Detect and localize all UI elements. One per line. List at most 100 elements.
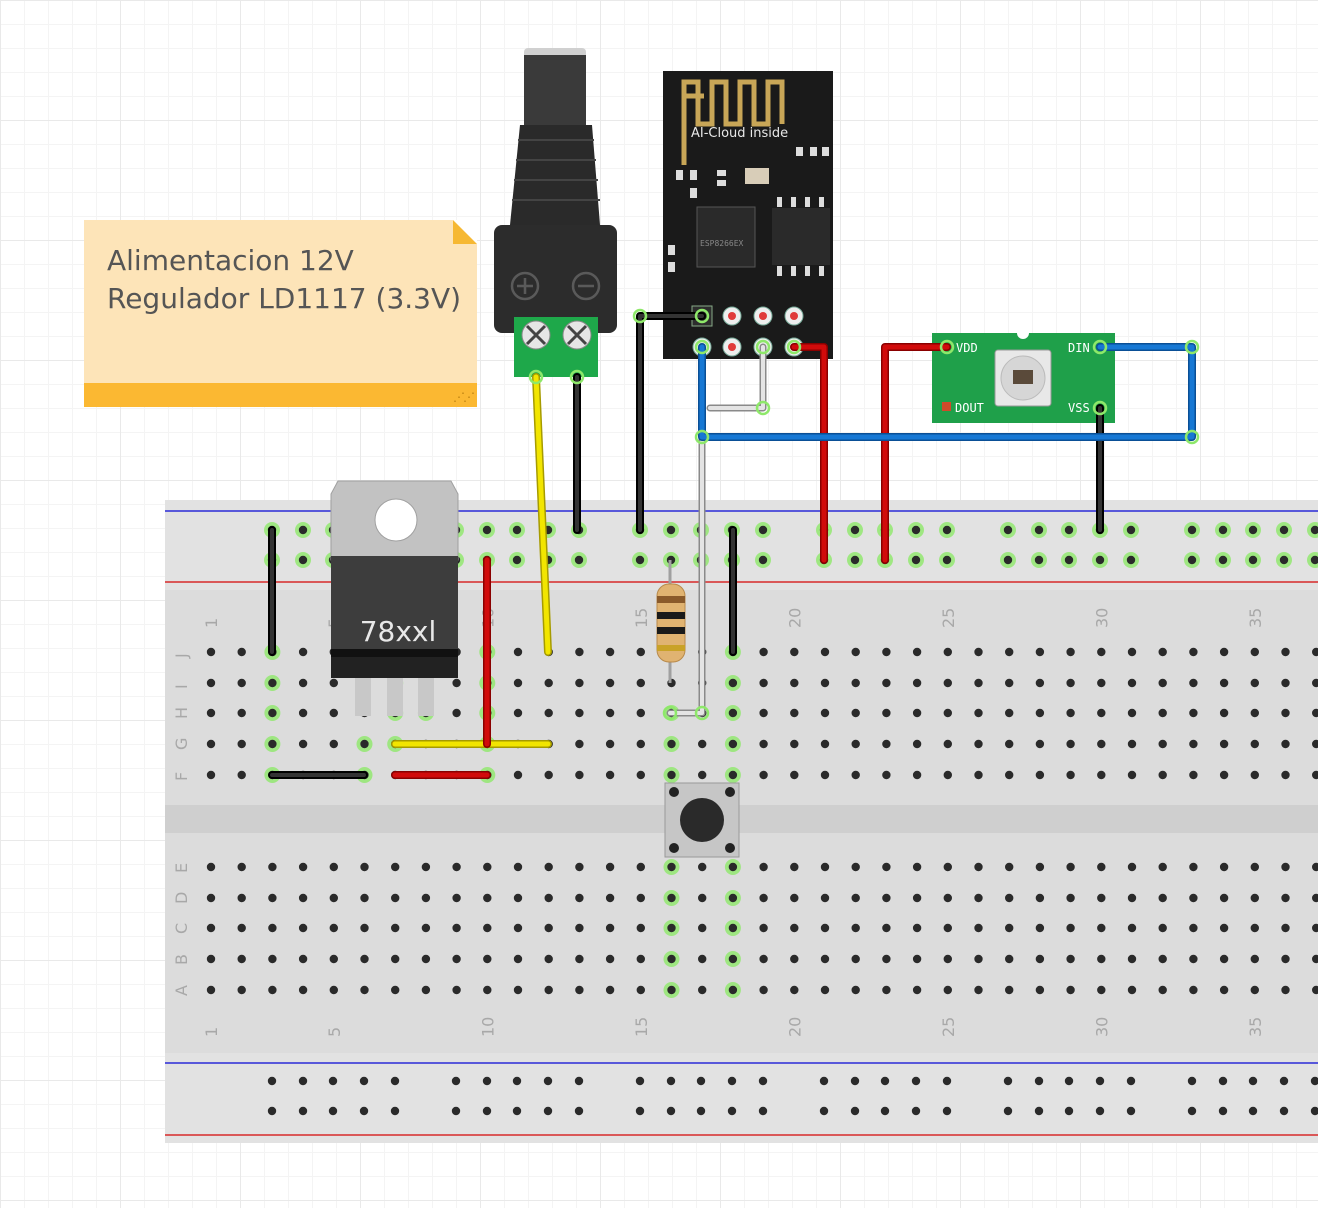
breadboard-hole[interactable]: [605, 739, 615, 749]
breadboard-hole[interactable]: [1189, 647, 1198, 657]
breadboard-hole[interactable]: [1281, 647, 1290, 657]
breadboard-hole[interactable]: [974, 985, 983, 995]
breadboard-hole[interactable]: [1281, 678, 1290, 688]
breadboard-hole[interactable]: [943, 893, 952, 903]
wire-endpoint[interactable]: [1092, 339, 1108, 355]
breadboard-hole[interactable]: [421, 923, 431, 933]
breadboard-hole[interactable]: [1250, 739, 1260, 749]
breadboard-hole[interactable]: [1097, 954, 1106, 964]
breadboard-hole[interactable]: [268, 893, 277, 903]
breadboard-hole[interactable]: [974, 954, 983, 964]
breadboard-hole[interactable]: [268, 678, 277, 688]
breadboard-hole[interactable]: [575, 862, 584, 872]
breadboard-hole[interactable]: [790, 954, 799, 964]
breadboard-hole[interactable]: [391, 862, 400, 872]
rail-hole[interactable]: [696, 1076, 706, 1086]
breadboard-hole[interactable]: [360, 923, 369, 933]
breadboard-hole[interactable]: [882, 985, 891, 995]
rail-hole[interactable]: [911, 1076, 921, 1086]
wire-endpoint[interactable]: [662, 705, 678, 721]
breadboard-hole[interactable]: [1312, 678, 1318, 688]
rail-hole[interactable]: [1248, 555, 1258, 565]
rail-hole[interactable]: [635, 555, 645, 565]
breadboard-hole[interactable]: [1250, 708, 1260, 718]
breadboard-hole[interactable]: [790, 678, 799, 688]
breadboard-hole[interactable]: [1127, 678, 1137, 688]
breadboard-hole[interactable]: [298, 739, 308, 749]
breadboard-hole[interactable]: [1158, 708, 1167, 718]
breadboard-hole[interactable]: [759, 739, 768, 749]
pushbutton[interactable]: [664, 782, 740, 858]
breadboard-hole[interactable]: [329, 862, 338, 872]
breadboard-hole[interactable]: [667, 923, 676, 933]
wire-endpoint[interactable]: [1092, 400, 1108, 416]
rail-hole[interactable]: [727, 1076, 737, 1086]
rail-hole[interactable]: [1095, 555, 1105, 565]
breadboard-hole[interactable]: [605, 770, 615, 780]
breadboard-hole[interactable]: [820, 647, 830, 657]
breadboard-hole[interactable]: [360, 954, 369, 964]
rail-hole[interactable]: [390, 1076, 400, 1086]
breadboard-hole[interactable]: [1312, 739, 1318, 749]
breadboard-hole[interactable]: [513, 678, 523, 688]
rail-hole[interactable]: [1064, 1076, 1074, 1086]
breadboard-hole[interactable]: [1219, 923, 1229, 933]
breadboard-hole[interactable]: [820, 923, 830, 933]
rail-hole[interactable]: [850, 555, 860, 565]
breadboard-hole[interactable]: [728, 862, 738, 872]
breadboard-hole[interactable]: [237, 893, 246, 903]
breadboard-hole[interactable]: [544, 923, 553, 933]
resistor[interactable]: [656, 560, 686, 683]
breadboard-hole[interactable]: [698, 893, 707, 903]
breadboard-hole[interactable]: [1281, 985, 1290, 995]
voltage-regulator[interactable]: 78xxl: [330, 480, 459, 716]
breadboard-hole[interactable]: [820, 985, 830, 995]
breadboard-hole[interactable]: [544, 893, 553, 903]
breadboard-hole[interactable]: [974, 739, 983, 749]
breadboard-hole[interactable]: [237, 985, 246, 995]
rail-hole[interactable]: [512, 1106, 522, 1116]
breadboard-hole[interactable]: [237, 678, 246, 688]
breadboard-hole[interactable]: [636, 985, 645, 995]
rail-hole[interactable]: [1218, 555, 1228, 565]
breadboard-hole[interactable]: [298, 893, 308, 903]
breadboard-hole[interactable]: [544, 954, 553, 964]
breadboard-hole[interactable]: [790, 647, 799, 657]
breadboard-hole[interactable]: [1035, 893, 1045, 903]
breadboard-hole[interactable]: [1158, 739, 1167, 749]
breadboard-hole[interactable]: [851, 923, 860, 933]
breadboard-hole[interactable]: [1312, 954, 1318, 964]
breadboard-hole[interactable]: [1189, 739, 1198, 749]
breadboard-hole[interactable]: [605, 678, 615, 688]
breadboard-hole[interactable]: [912, 954, 922, 964]
wire-endpoint[interactable]: [694, 705, 710, 721]
breadboard-hole[interactable]: [851, 893, 860, 903]
rail-hole[interactable]: [1310, 555, 1318, 565]
breadboard-hole[interactable]: [790, 893, 799, 903]
breadboard-hole[interactable]: [268, 923, 277, 933]
breadboard-hole[interactable]: [1005, 708, 1014, 718]
breadboard-hole[interactable]: [698, 770, 707, 780]
breadboard-hole[interactable]: [943, 739, 952, 749]
breadboard-hole[interactable]: [636, 893, 645, 903]
rail-hole[interactable]: [298, 555, 308, 565]
breadboard-hole[interactable]: [882, 893, 891, 903]
breadboard-hole[interactable]: [851, 770, 860, 780]
breadboard-hole[interactable]: [1097, 923, 1106, 933]
breadboard-hole[interactable]: [391, 893, 400, 903]
breadboard-hole[interactable]: [1066, 985, 1075, 995]
breadboard-hole[interactable]: [882, 862, 891, 872]
breadboard-hole[interactable]: [1035, 708, 1045, 718]
breadboard-hole[interactable]: [1127, 770, 1137, 780]
breadboard-hole[interactable]: [421, 862, 431, 872]
rail-hole[interactable]: [1187, 555, 1197, 565]
breadboard-hole[interactable]: [452, 678, 461, 688]
breadboard-hole[interactable]: [452, 985, 461, 995]
breadboard-hole[interactable]: [575, 647, 584, 657]
breadboard-hole[interactable]: [1281, 739, 1290, 749]
rail-hole[interactable]: [512, 525, 522, 535]
breadboard-hole[interactable]: [605, 954, 615, 964]
breadboard-hole[interactable]: [452, 954, 461, 964]
rail-hole[interactable]: [758, 1106, 768, 1116]
breadboard-hole[interactable]: [1281, 893, 1290, 903]
